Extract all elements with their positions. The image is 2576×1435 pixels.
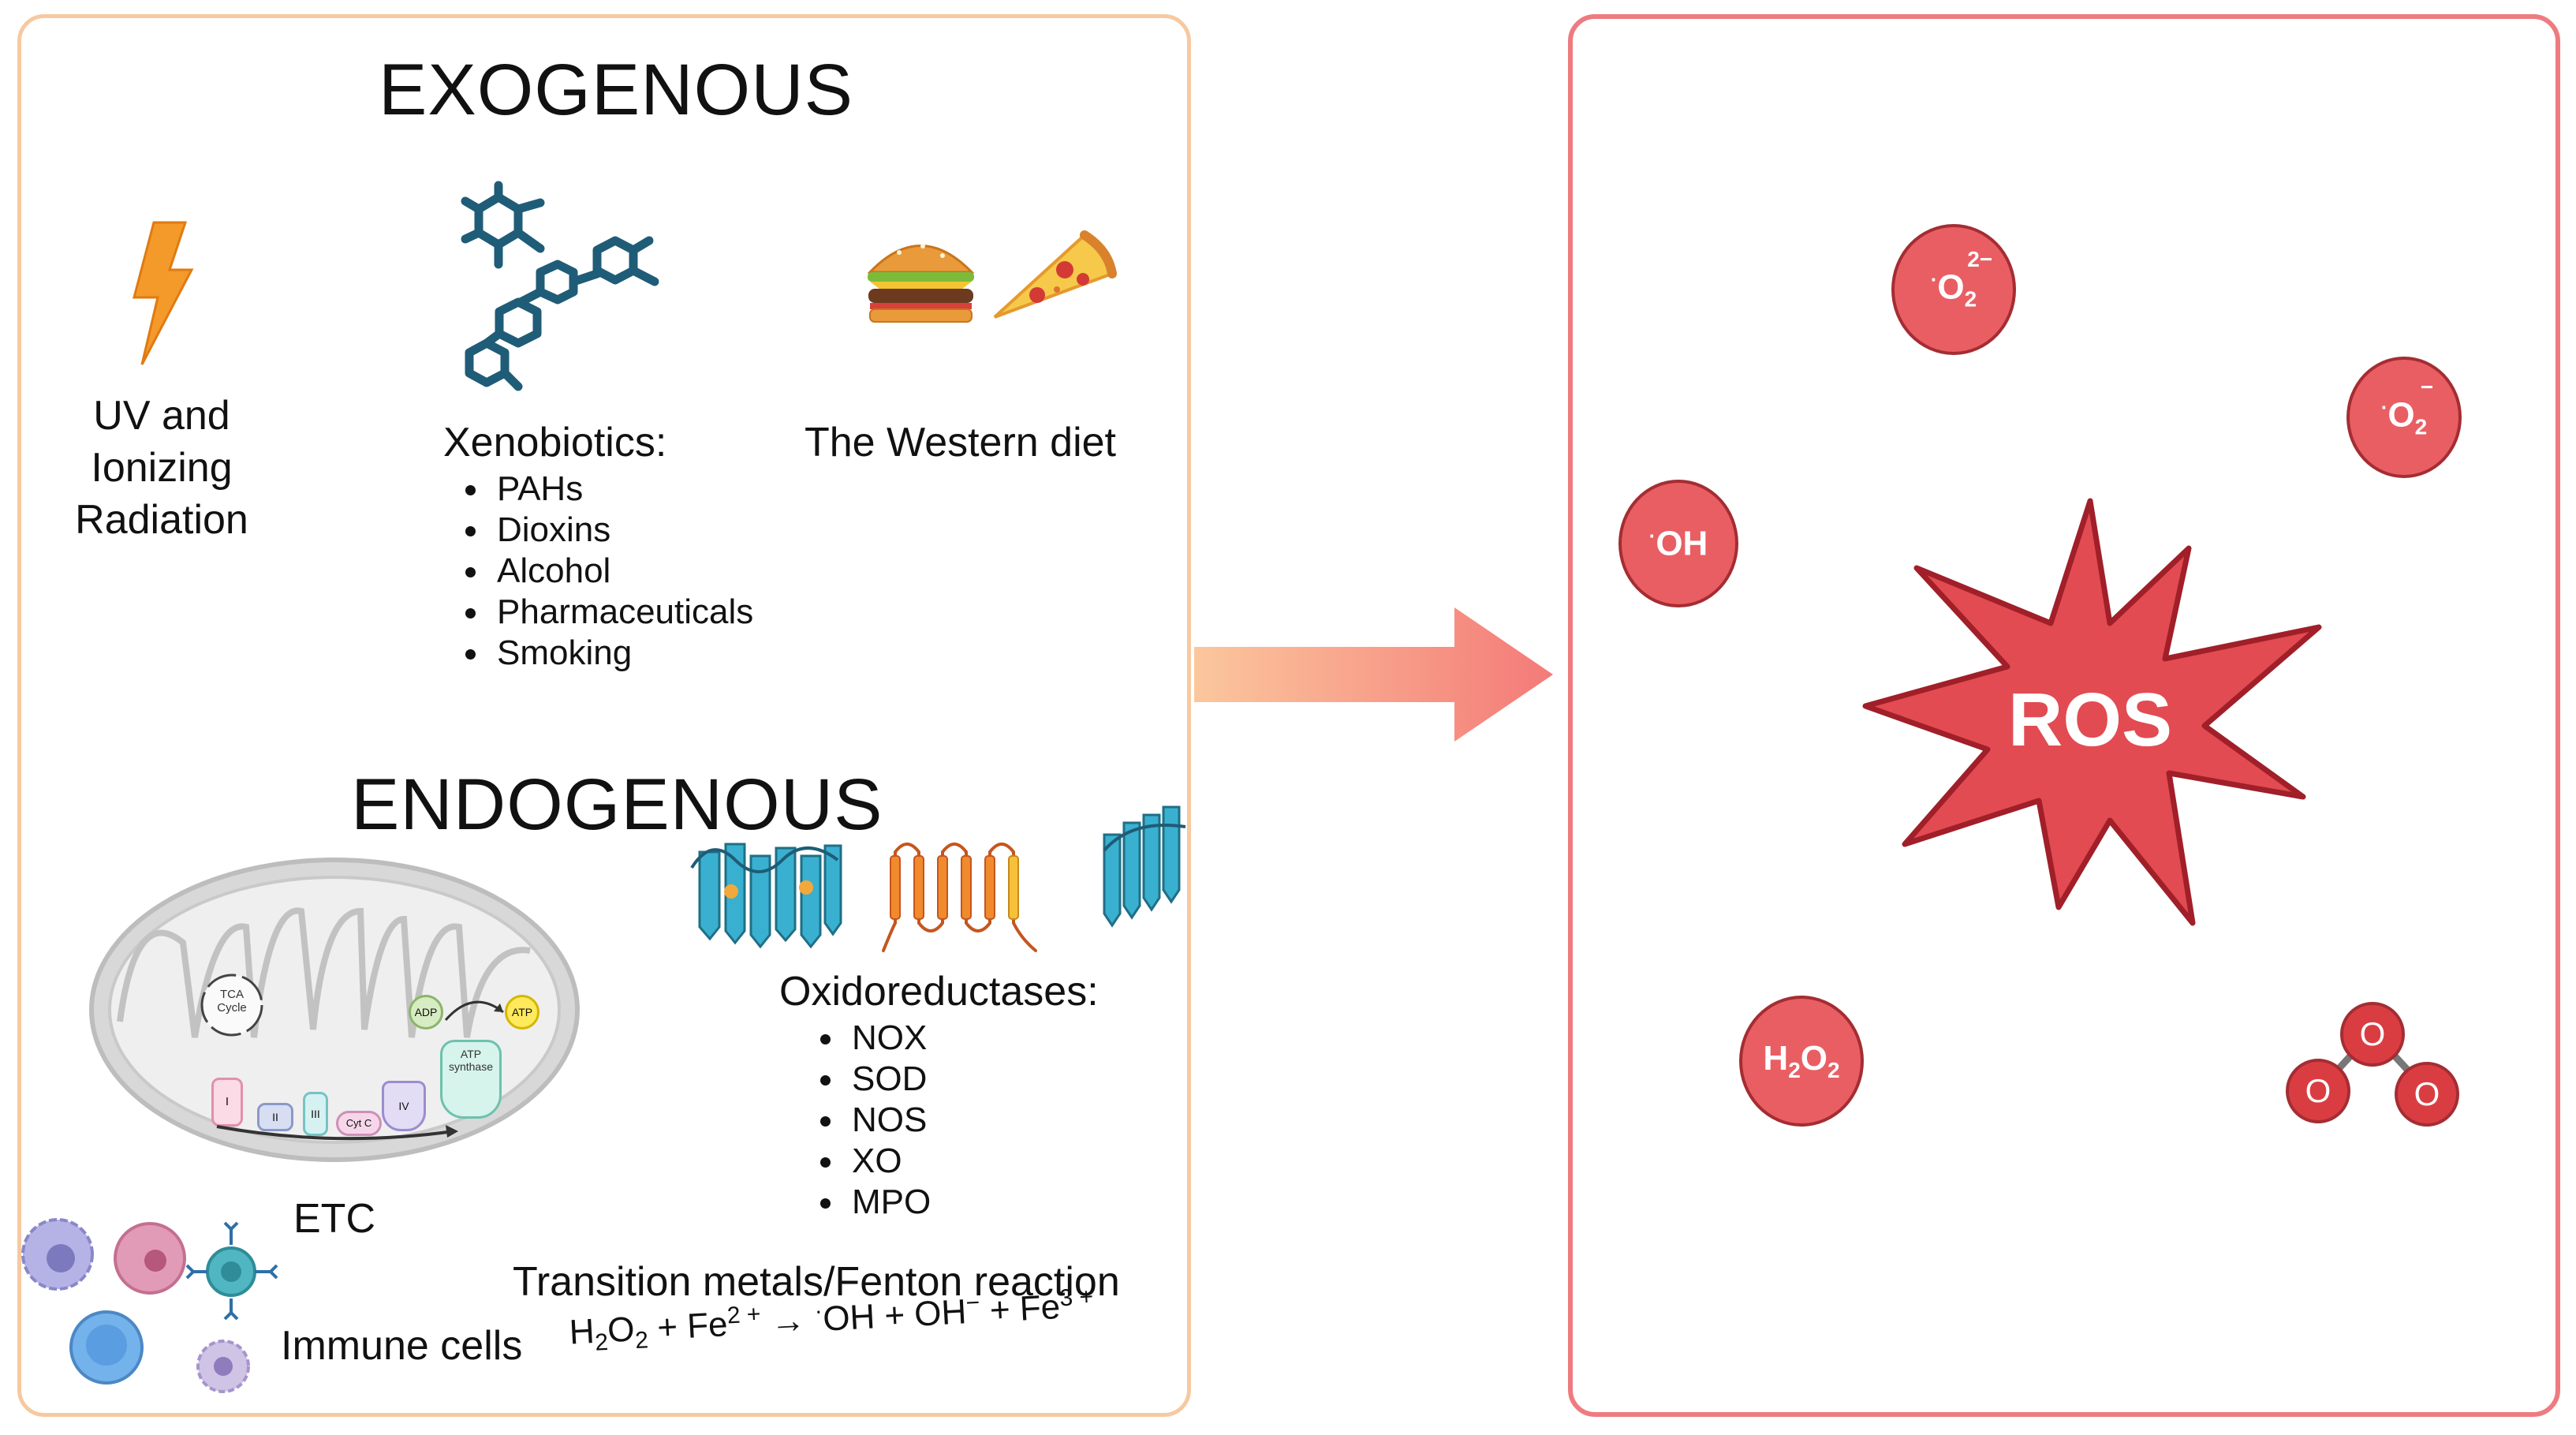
molecule-charge: 2− bbox=[1967, 246, 1993, 271]
eq-fe2-charge: 2 + bbox=[726, 1301, 762, 1329]
oxidoreductases-title: Oxidoreductases: bbox=[779, 969, 1099, 1015]
atp-synthase-text-1: ATP bbox=[460, 1048, 482, 1060]
list-item: Dioxins bbox=[457, 510, 753, 551]
beta-barrel-protein-icon bbox=[1103, 805, 1186, 928]
lightning-icon bbox=[133, 221, 194, 365]
cytochrome-c: Cyt C bbox=[336, 1111, 382, 1136]
eq-h: H bbox=[568, 1312, 595, 1352]
complex-iii: III bbox=[303, 1092, 328, 1136]
fenton-title: Transition metals/Fenton reaction bbox=[513, 1259, 1120, 1305]
superoxide-molecule: ·O2 − bbox=[2346, 357, 2462, 478]
transmembrane-protein-icon bbox=[882, 843, 1037, 952]
radiation-line-2: Ionizing bbox=[91, 445, 233, 491]
adp-atp-arrow bbox=[444, 1000, 504, 1021]
molecule-base: OH bbox=[1656, 524, 1708, 563]
eq-o: O bbox=[606, 1310, 636, 1351]
complex-i: I bbox=[211, 1078, 243, 1127]
list-item: Smoking bbox=[457, 633, 753, 674]
eq-fe: + Fe bbox=[646, 1305, 729, 1348]
molecule-subscript: 2 bbox=[1827, 1057, 1840, 1082]
adp-badge: ADP bbox=[409, 995, 443, 1030]
atp-synthase-text-2: synthase bbox=[448, 1060, 494, 1073]
ros-panel bbox=[1568, 14, 2560, 1417]
list-item: SOD bbox=[812, 1059, 931, 1100]
list-item: XO bbox=[812, 1141, 931, 1182]
complex-iv: IV bbox=[382, 1081, 426, 1131]
eq-fe3-charge: 3 + bbox=[1058, 1284, 1094, 1312]
tca-cycle-icon bbox=[200, 973, 263, 1037]
atp-synthase bbox=[440, 1040, 502, 1119]
list-item: MPO bbox=[812, 1182, 931, 1223]
ros-label: ROS bbox=[2007, 678, 2173, 762]
ozone-atom-left: O bbox=[2286, 1059, 2350, 1123]
hydrogen-peroxide-molecule: H2O2 bbox=[1739, 996, 1864, 1127]
molecule-subscript: 2 bbox=[1964, 286, 1977, 312]
list-item: NOX bbox=[812, 1018, 931, 1059]
molecule-structure-icon bbox=[461, 181, 659, 391]
xenobiotics-title: Xenobiotics: bbox=[443, 420, 667, 465]
etc-flow-arrow bbox=[216, 1125, 458, 1141]
molecule-subscript: 2 bbox=[2414, 414, 2428, 439]
exogenous-title: EXOGENOUS bbox=[379, 50, 854, 130]
protein-structure-icon bbox=[690, 843, 842, 949]
flow-arrow bbox=[1194, 607, 1553, 742]
pizza-slice-icon bbox=[993, 230, 1117, 319]
western-diet-label: The Western diet bbox=[805, 420, 1117, 465]
list-item: Alcohol bbox=[457, 551, 753, 592]
eq-arrow: → bbox=[760, 1300, 816, 1342]
xenobiotics-list: PAHs Dioxins Alcohol Pharmaceuticals Smo… bbox=[457, 469, 753, 674]
oxidoreductases-list: NOX SOD NOS XO MPO bbox=[812, 1018, 931, 1223]
ros-starburst bbox=[1862, 498, 2322, 926]
ozone-atom-right: O bbox=[2395, 1062, 2459, 1127]
list-item: PAHs bbox=[457, 469, 753, 510]
endogenous-title: ENDOGENOUS bbox=[351, 764, 883, 845]
cycle-text: Cycle bbox=[217, 1001, 247, 1015]
molecule-base: O bbox=[1937, 267, 1965, 307]
list-item: NOS bbox=[812, 1100, 931, 1141]
burger-icon bbox=[867, 244, 975, 323]
etc-label: ETC bbox=[293, 1196, 375, 1242]
immune-cells-icon bbox=[21, 1218, 278, 1393]
eq-fe3: + Fe bbox=[979, 1287, 1062, 1331]
molecule-subscript: 2 bbox=[1788, 1057, 1801, 1082]
molecule-o: O bbox=[1800, 1039, 1827, 1078]
ozone-atom-top: O bbox=[2340, 1002, 2405, 1067]
sources-panel bbox=[17, 14, 1191, 1417]
hydroxyl-radical-molecule: ·OH bbox=[1618, 480, 1738, 607]
eq-oh-charge: − bbox=[965, 1289, 981, 1317]
radiation-label: UV and Ionizing Radiation bbox=[63, 390, 260, 546]
list-item: Pharmaceuticals bbox=[457, 592, 753, 633]
complex-ii: II bbox=[257, 1103, 293, 1131]
tca-text: TCA bbox=[220, 988, 244, 1001]
atp-badge: ATP bbox=[505, 995, 539, 1030]
radical-dot: · bbox=[1648, 523, 1656, 547]
radiation-line-1: UV and bbox=[93, 393, 230, 439]
radical-dot: · bbox=[1930, 267, 1938, 291]
radiation-line-3: Radiation bbox=[75, 497, 248, 543]
molecule-charge: − bbox=[2420, 374, 2434, 399]
superoxide-dianion-molecule: ·O2 2− bbox=[1891, 224, 2016, 355]
immune-cells-label: Immune cells bbox=[281, 1323, 523, 1369]
atp-synthase-label: ATP synthase bbox=[439, 1048, 503, 1073]
eq-oh: OH + OH bbox=[822, 1292, 968, 1339]
tca-cycle-label: TCA Cycle bbox=[199, 988, 265, 1015]
molecule-h: H bbox=[1763, 1039, 1789, 1078]
radical-dot: · bbox=[2380, 394, 2388, 419]
molecule-base: O bbox=[2387, 395, 2415, 435]
